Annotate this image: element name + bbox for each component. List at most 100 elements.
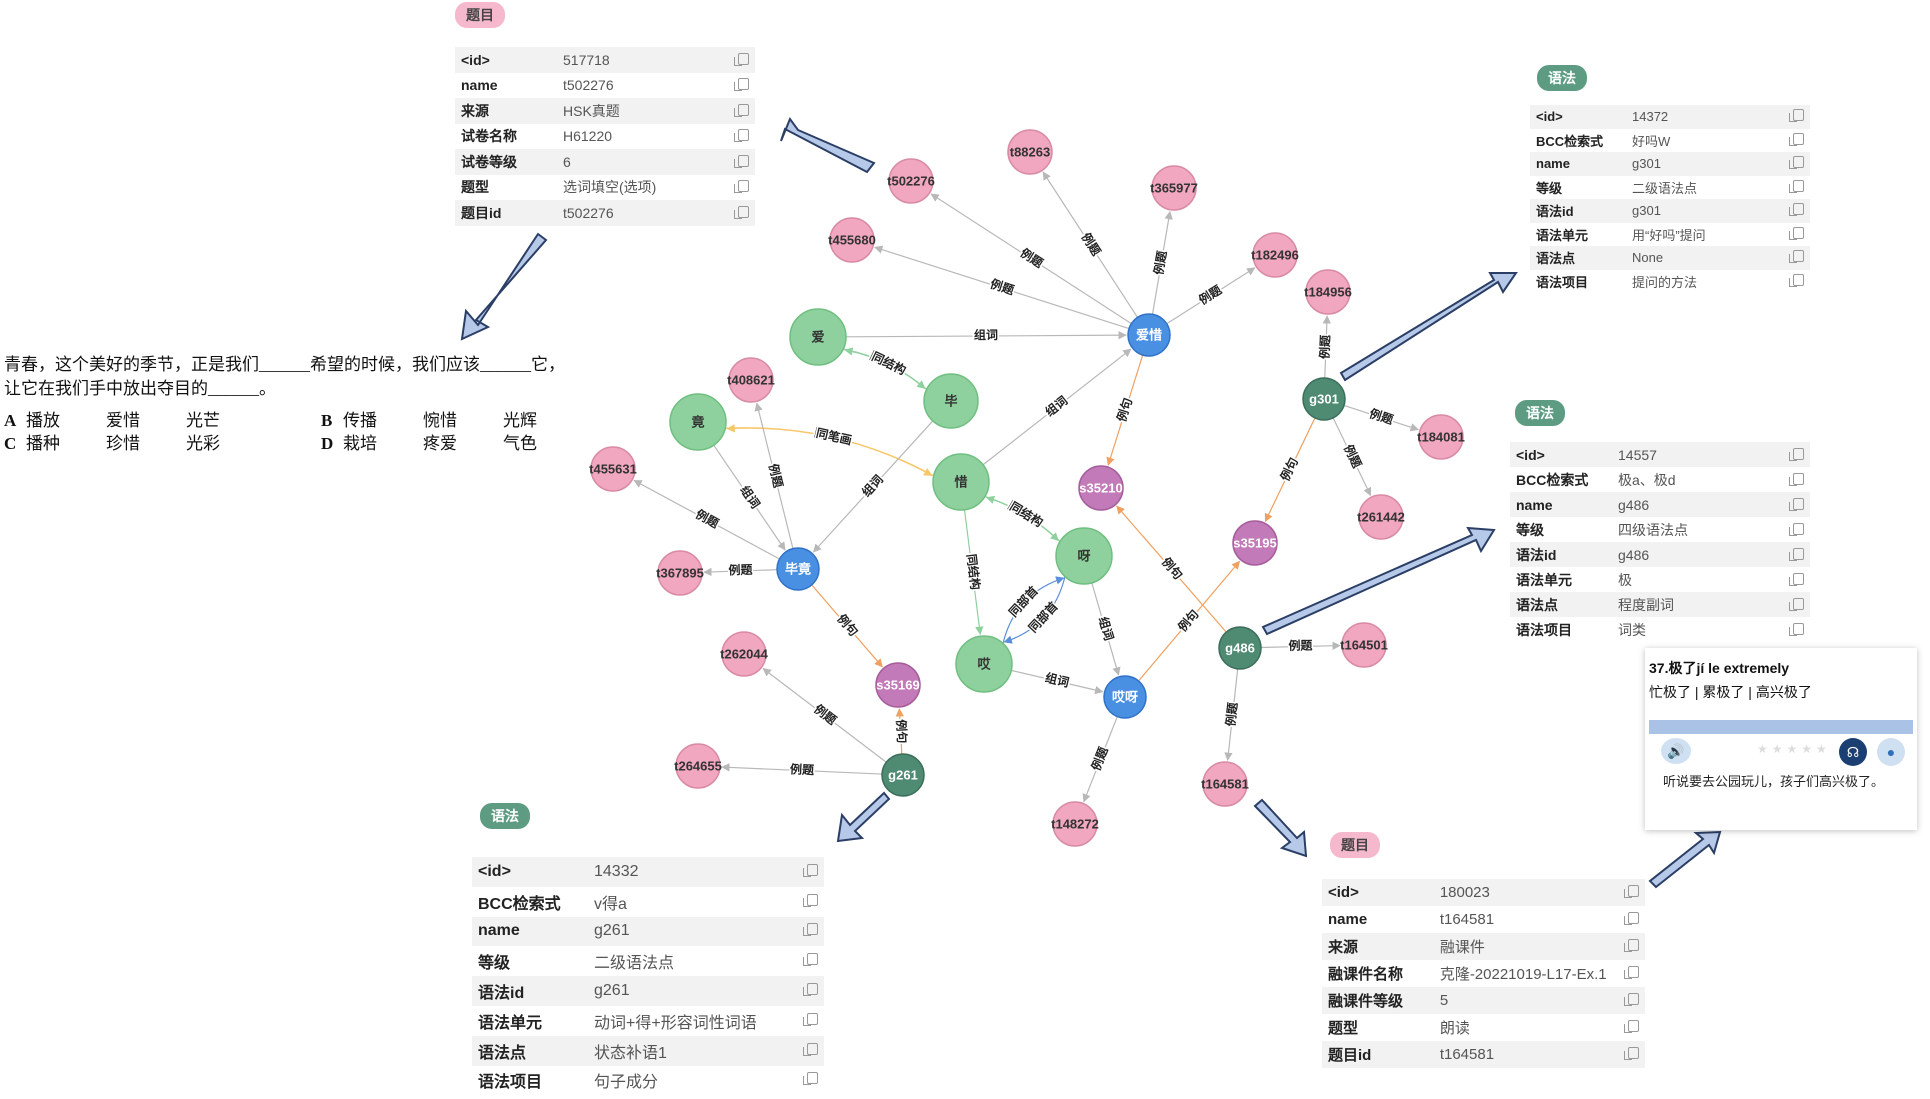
property-row: 语法点状态补语1	[472, 1035, 824, 1066]
property-row: <id>517718	[455, 47, 755, 73]
edge-label: 例题	[693, 506, 722, 531]
graph-node-g486[interactable]	[1218, 626, 1262, 670]
graph-node-t164501[interactable]	[1341, 622, 1387, 668]
copy-icon[interactable]	[803, 983, 818, 997]
speaker-icon[interactable]: 🔊	[1661, 738, 1691, 764]
property-key: 语法项目	[1536, 274, 1589, 290]
copy-icon[interactable]	[1624, 1047, 1639, 1060]
graph-node-s35210[interactable]	[1078, 465, 1124, 511]
edge-ai-aixi	[845, 330, 1127, 340]
copy-icon[interactable]	[803, 1042, 818, 1056]
copy-icon[interactable]	[1789, 622, 1804, 636]
graph-node-t455680[interactable]	[829, 217, 875, 263]
copy-icon[interactable]	[1789, 572, 1804, 586]
graph-node-bi[interactable]	[923, 373, 979, 429]
graph-node-t455631[interactable]	[590, 446, 636, 492]
card-header-bar	[1649, 720, 1913, 734]
copy-icon[interactable]	[734, 103, 749, 117]
edge-label: 组词	[859, 472, 886, 500]
graph-node-t264655[interactable]	[675, 743, 721, 789]
copy-icon[interactable]	[803, 863, 818, 877]
copy-icon[interactable]	[1624, 939, 1639, 952]
graph-node-t262044[interactable]	[721, 631, 767, 677]
copy-icon[interactable]	[1789, 472, 1804, 486]
copy-icon[interactable]	[1789, 547, 1804, 561]
graph-node-xi[interactable]	[932, 453, 990, 511]
graph-node-label: 毕	[944, 393, 957, 408]
graph-node-t261442[interactable]	[1358, 494, 1404, 540]
graph-node-t182496[interactable]	[1252, 232, 1298, 278]
copy-icon[interactable]	[1624, 993, 1639, 1006]
copy-icon[interactable]	[734, 78, 749, 92]
headphone-icon[interactable]: ☊	[1839, 738, 1867, 766]
copy-icon[interactable]	[803, 1012, 818, 1026]
option-word: 疼爱	[423, 434, 457, 453]
copy-icon[interactable]	[803, 1072, 818, 1086]
graph-node-s35169[interactable]	[875, 662, 921, 708]
graph-node-t365977[interactable]	[1151, 165, 1197, 211]
graph-node-g261[interactable]	[881, 753, 925, 797]
copy-icon[interactable]	[1789, 156, 1804, 170]
microphone-icon[interactable]: ●	[1877, 738, 1905, 766]
graph-node-t367895[interactable]	[657, 550, 703, 596]
copy-icon[interactable]	[803, 893, 818, 907]
option-word: 气色	[503, 434, 537, 453]
graph-node-aixi[interactable]	[1127, 313, 1171, 357]
copy-icon[interactable]	[1789, 497, 1804, 511]
copy-icon[interactable]	[1789, 273, 1804, 287]
copy-icon[interactable]	[734, 52, 749, 66]
copy-icon[interactable]	[734, 154, 749, 168]
copy-icon[interactable]	[1789, 250, 1804, 264]
graph-node-bijing[interactable]	[776, 547, 820, 591]
edge-label: 例题	[766, 462, 787, 490]
graph-node-jing[interactable]	[669, 393, 727, 451]
question-options: A 播放 爱惜 光芒 B 传播 惋惜 光辉 C 播种 珍惜 光彩 D 栽培 疼爱…	[4, 409, 614, 455]
option-word: 惋惜	[423, 411, 457, 430]
graph-node-label: s35169	[876, 677, 919, 692]
graph-node-ai2[interactable]	[955, 635, 1013, 693]
property-value: HSK真题	[557, 98, 721, 124]
copy-icon[interactable]	[1624, 912, 1639, 925]
copy-icon[interactable]	[1624, 885, 1639, 898]
property-key: 语法id	[472, 976, 588, 1006]
graph-node-t164581[interactable]	[1202, 761, 1248, 807]
graph-node-label: 毕竟	[785, 561, 811, 576]
property-value: H61220	[563, 128, 613, 145]
copy-icon[interactable]	[1789, 447, 1804, 461]
property-key: 语法点	[1530, 246, 1626, 270]
property-key: 语法id	[1530, 199, 1626, 223]
property-value: 四级语法点	[1618, 521, 1688, 538]
copy-icon[interactable]	[734, 180, 749, 194]
copy-icon[interactable]	[1789, 226, 1804, 240]
edge-bijing-t408621	[754, 402, 794, 549]
graph-node-g301[interactable]	[1302, 377, 1346, 421]
copy-icon[interactable]	[1789, 522, 1804, 536]
graph-node-aiya[interactable]	[1103, 675, 1147, 719]
copy-icon[interactable]	[1789, 203, 1804, 217]
graph-node-s35195[interactable]	[1232, 520, 1278, 566]
graph-node-t88263[interactable]	[1007, 129, 1053, 175]
graph-node-t502276[interactable]	[888, 158, 934, 204]
graph-node-t148272[interactable]	[1052, 801, 1098, 847]
graph-node-t184956[interactable]	[1305, 269, 1351, 315]
copy-icon[interactable]	[803, 923, 818, 937]
copy-icon[interactable]	[734, 129, 749, 143]
copy-icon[interactable]	[734, 205, 749, 219]
copy-icon[interactable]	[1789, 597, 1804, 611]
copy-icon[interactable]	[1624, 1020, 1639, 1033]
edge-label: 例题	[1341, 442, 1365, 471]
copy-icon[interactable]	[803, 953, 818, 967]
option-word: 播放	[26, 411, 60, 430]
edge-ai2-ya	[1002, 576, 1065, 644]
graph-node-ai[interactable]	[789, 308, 847, 366]
graph-node-t408621[interactable]	[728, 357, 774, 403]
copy-icon[interactable]	[1789, 132, 1804, 146]
property-value: t164581	[1439, 911, 1495, 928]
copy-icon[interactable]	[1789, 109, 1804, 123]
copy-icon[interactable]	[1624, 966, 1639, 979]
graph-node-ya[interactable]	[1055, 527, 1113, 585]
copy-icon[interactable]	[1789, 179, 1804, 193]
graph-node-t184081[interactable]	[1418, 414, 1464, 460]
